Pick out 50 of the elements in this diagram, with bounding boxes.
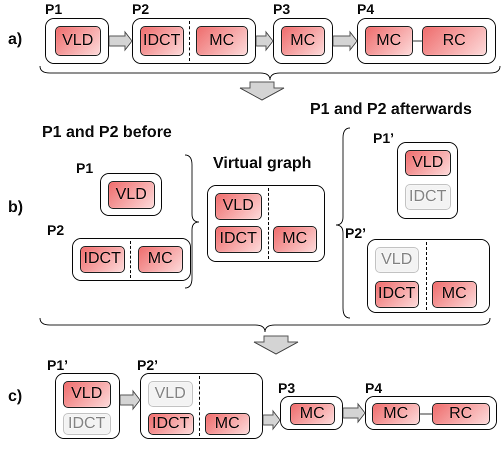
block-arrow: [262, 410, 281, 430]
task-box: IDCT: [404, 184, 451, 210]
task-box: MC: [272, 226, 317, 253]
partition-label: P1’: [373, 130, 394, 146]
partition-label: P2: [132, 1, 150, 17]
task-box: VLD: [54, 26, 101, 56]
task-box: MC: [196, 26, 248, 56]
panel-label: c): [8, 388, 22, 406]
task-box: MC: [290, 402, 335, 425]
panel-label: a): [8, 31, 22, 49]
partition-label: Virtual graph: [213, 156, 312, 172]
task-box: VLD: [108, 180, 155, 209]
partition-label: P1’: [47, 357, 68, 373]
partition-label: P4: [357, 1, 374, 17]
task-box: MC: [204, 412, 250, 435]
connector-line: [412, 40, 422, 42]
task-box: MC: [372, 402, 420, 425]
task-box: IDCT: [80, 246, 125, 273]
partition-label: P4: [365, 380, 382, 396]
partition-label: P2’: [345, 225, 366, 241]
task-box: VLD: [374, 246, 419, 273]
block-arrow: [256, 30, 274, 52]
task-box: MC: [364, 26, 413, 56]
partition-label: P1: [76, 160, 94, 176]
task-box: VLD: [148, 380, 193, 407]
block-arrow: [108, 30, 133, 52]
task-box: RC: [432, 402, 490, 425]
task-box: IDCT: [62, 412, 111, 435]
task-box: IDCT: [214, 226, 262, 253]
block-arrow: [342, 402, 366, 424]
task-box: MC: [138, 246, 183, 273]
task-box: IDCT: [140, 26, 184, 56]
partition-label: P2: [47, 222, 64, 238]
block-arrow: [332, 30, 358, 52]
task-box: VLD: [62, 380, 111, 408]
partition-label: P1: [45, 1, 62, 17]
task-box: IDCT: [374, 280, 419, 308]
task-box: VLD: [404, 150, 451, 176]
section-heading: P1 and P2 before: [42, 124, 172, 142]
partition-label: P3: [278, 380, 296, 396]
partition-label: P3: [273, 1, 290, 17]
task-box: RC: [422, 26, 487, 56]
task-box: IDCT: [148, 412, 194, 435]
block-arrow: [120, 390, 141, 410]
task-box: MC: [432, 280, 477, 308]
task-box: MC: [280, 26, 325, 56]
panel-label: b): [8, 199, 24, 217]
task-box: VLD: [214, 192, 262, 220]
section-heading: P1 and P2 afterwards: [310, 101, 472, 119]
partition-label: P2’: [137, 357, 158, 373]
